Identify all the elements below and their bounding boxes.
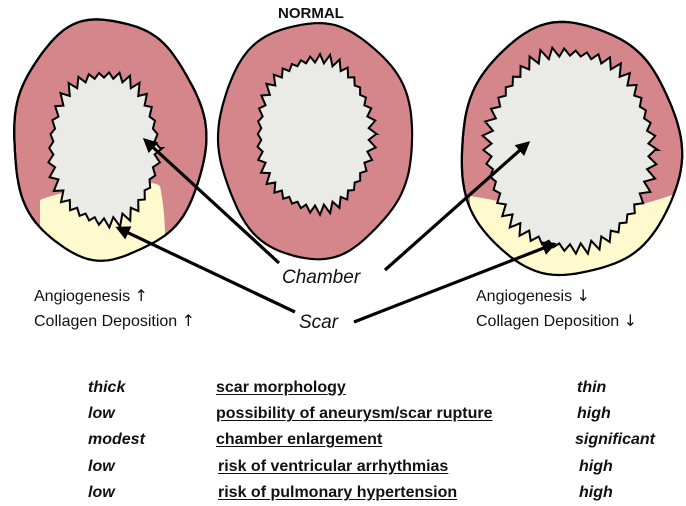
normal-heart — [216, 21, 414, 261]
row-property: chamber enlargement — [216, 431, 383, 448]
down-arrow-icon: ↓ — [623, 311, 638, 330]
scar-label: Scar — [299, 312, 339, 333]
row-left-value: low — [88, 484, 115, 501]
scar-arrow-right — [353, 241, 557, 324]
row-property: scar morphology — [216, 379, 346, 396]
small-infarct-heart — [13, 18, 208, 262]
right-note-collagen: Collagen Deposition ↓ — [476, 313, 637, 330]
row-right-value: thin — [577, 379, 607, 396]
row-left-value: thick — [88, 379, 126, 396]
large-infarct-heart — [460, 20, 684, 277]
right-outer-outline — [460, 20, 684, 277]
left-note-collagen: Collagen Deposition ↑ — [34, 313, 195, 330]
right-note-angiogenesis-text: Angiogenesis — [476, 288, 573, 305]
row-right-value: high — [579, 484, 613, 501]
row-left-value: low — [88, 405, 115, 422]
right-note-collagen-text: Collagen Deposition — [476, 313, 620, 330]
right-chamber — [480, 45, 662, 256]
left-note-angiogenesis-text: Angiogenesis — [34, 288, 131, 305]
chamber-arrow-left — [142, 138, 281, 265]
scar-arrow-left — [115, 226, 296, 314]
normal-title: NORMAL — [278, 5, 344, 22]
row-property: risk of pulmonary hypertension — [218, 484, 458, 501]
pointer-arrows — [115, 138, 557, 324]
down-arrow-icon: ↓ — [576, 286, 590, 305]
row-left-value: low — [88, 458, 115, 475]
chamber-arrow-right — [383, 141, 531, 272]
row-right-value: high — [579, 458, 613, 475]
normal-chamber — [256, 52, 380, 218]
row-property: possibility of aneurysm/scar rupture — [216, 405, 493, 422]
up-arrow-icon: ↑ — [181, 311, 196, 330]
right-note-angiogenesis: Angiogenesis ↓ — [476, 288, 590, 305]
left-note-collagen-text: Collagen Deposition — [34, 313, 178, 330]
left-chamber — [47, 70, 166, 230]
row-property: risk of ventricular arrhythmias — [218, 458, 449, 475]
row-right-value: significant — [575, 431, 656, 448]
chamber-label: Chamber — [282, 267, 361, 288]
row-left-value: modest — [88, 431, 145, 448]
row-right-value: high — [577, 405, 611, 422]
up-arrow-icon: ↑ — [134, 286, 148, 305]
left-note-angiogenesis: Angiogenesis ↑ — [34, 288, 148, 305]
left-outer-outline — [13, 18, 208, 262]
